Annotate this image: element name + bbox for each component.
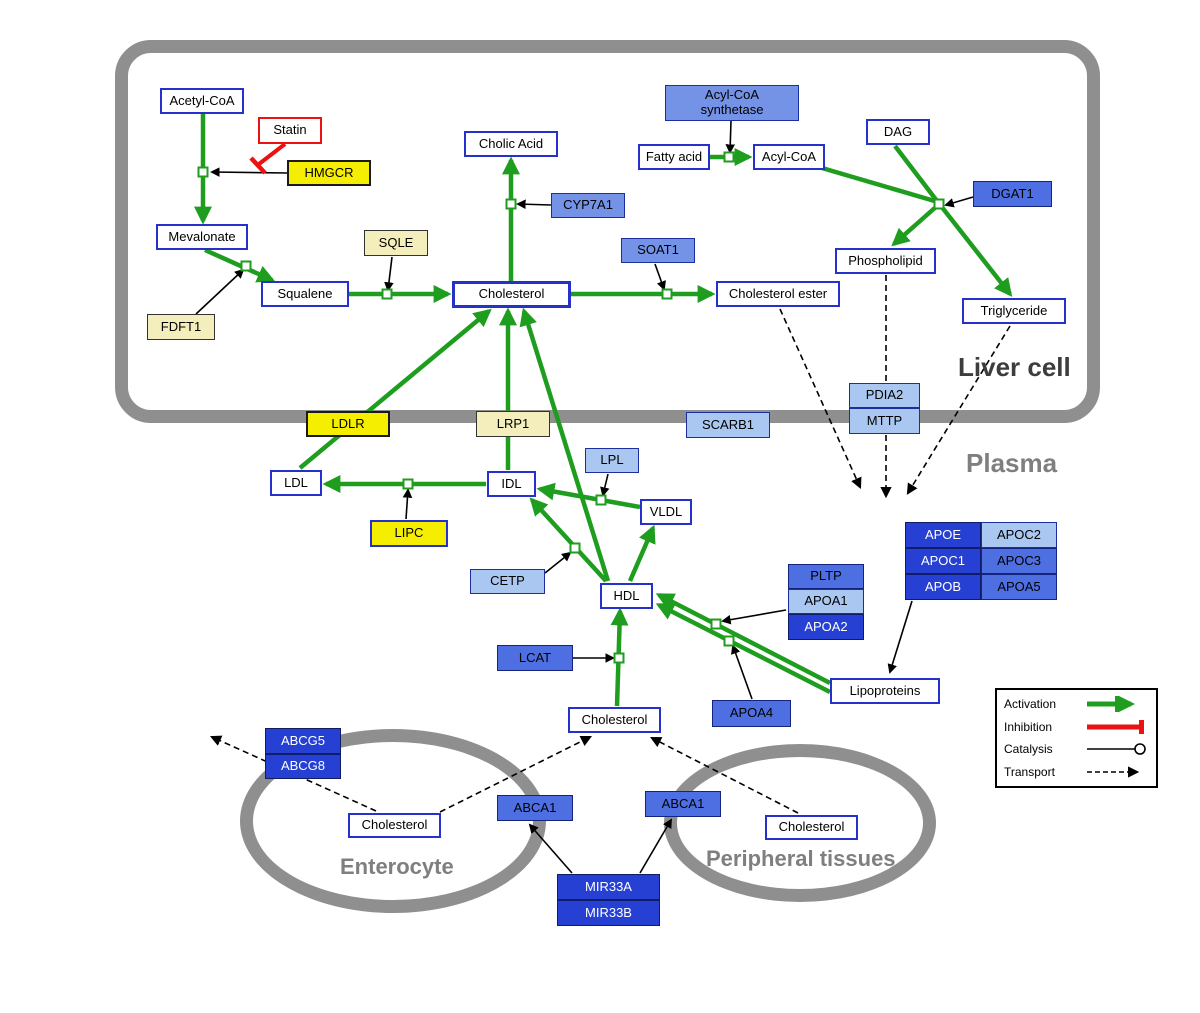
node-statin[interactable]: Statin bbox=[258, 117, 322, 144]
node-abcg5[interactable]: ABCG5 bbox=[265, 728, 341, 754]
node-vldl[interactable]: VLDL bbox=[640, 499, 692, 525]
node-ldl[interactable]: LDL bbox=[270, 470, 322, 496]
catalysis-edges bbox=[195, 120, 974, 874]
node-apoc2[interactable]: APOC2 bbox=[981, 522, 1057, 548]
node-dag[interactable]: DAG bbox=[866, 119, 930, 145]
node-cetp[interactable]: CETP bbox=[470, 569, 545, 594]
enterocyte-label: Enterocyte bbox=[340, 854, 454, 879]
node-mir33b[interactable]: MIR33B bbox=[557, 900, 660, 926]
node-lrp1[interactable]: LRP1 bbox=[476, 411, 550, 437]
node-lcat[interactable]: LCAT bbox=[497, 645, 573, 671]
node-pltp[interactable]: PLTP bbox=[788, 564, 864, 589]
legend-row-transport: Transport bbox=[1004, 764, 1149, 780]
node-fatty-acid[interactable]: Fatty acid bbox=[638, 144, 710, 170]
node-triglyceride[interactable]: Triglyceride bbox=[962, 298, 1066, 324]
node-scarb1[interactable]: SCARB1 bbox=[686, 412, 770, 438]
node-cholic-acid[interactable]: Cholic Acid bbox=[464, 131, 558, 157]
node-phospholipid[interactable]: Phospholipid bbox=[835, 248, 936, 274]
node-apoa4[interactable]: APOA4 bbox=[712, 700, 791, 727]
legend-activation-label: Activation bbox=[1004, 697, 1057, 712]
node-hmgcr[interactable]: HMGCR bbox=[287, 160, 371, 186]
node-apoe[interactable]: APOE bbox=[905, 522, 981, 548]
node-apob[interactable]: APOB bbox=[905, 574, 981, 600]
peripheral-tissues-label: Peripheral tissues bbox=[706, 846, 896, 871]
legend: Activation Inhibition Catalysis Transpor… bbox=[995, 688, 1158, 788]
activation-arrow-icon bbox=[1087, 696, 1135, 713]
legend-row-catalysis: Catalysis bbox=[1004, 741, 1149, 757]
node-apoc1[interactable]: APOC1 bbox=[905, 548, 981, 574]
node-sqle[interactable]: SQLE bbox=[364, 230, 428, 256]
node-lipc[interactable]: LIPC bbox=[370, 520, 448, 547]
node-cyp7a1[interactable]: CYP7A1 bbox=[551, 193, 625, 218]
node-acyl-coa-synthetase[interactable]: Acyl-CoA synthetase bbox=[665, 85, 799, 121]
node-apoa2[interactable]: APOA2 bbox=[788, 614, 864, 640]
node-mir33a[interactable]: MIR33A bbox=[557, 874, 660, 900]
node-ldlr[interactable]: LDLR bbox=[306, 411, 390, 437]
legend-row-inhibition: Inhibition bbox=[1004, 719, 1149, 735]
node-abcg8[interactable]: ABCG8 bbox=[265, 754, 341, 779]
node-squalene[interactable]: Squalene bbox=[261, 281, 349, 307]
node-abca1-peripheral[interactable]: ABCA1 bbox=[645, 791, 721, 817]
liver-cell-label: Liver cell bbox=[958, 352, 1071, 382]
node-apoc3[interactable]: APOC3 bbox=[981, 548, 1057, 574]
node-cholesterol-ester[interactable]: Cholesterol ester bbox=[716, 281, 840, 307]
legend-inhibition-label: Inhibition bbox=[1004, 719, 1053, 734]
node-idl[interactable]: IDL bbox=[487, 471, 536, 497]
node-lipoproteins[interactable]: Lipoproteins bbox=[830, 678, 940, 704]
node-acyl-coa[interactable]: Acyl-CoA bbox=[753, 144, 825, 170]
reaction-node-squares bbox=[197, 151, 945, 664]
activation-edges bbox=[194, 114, 1013, 707]
inhibition-edge-statin bbox=[249, 142, 287, 175]
catalysis-circle-icon bbox=[1087, 743, 1146, 756]
node-apoa5[interactable]: APOA5 bbox=[981, 574, 1057, 600]
legend-row-activation: Activation bbox=[1004, 696, 1149, 713]
node-fdft1[interactable]: FDFT1 bbox=[147, 314, 215, 340]
plasma-label: Plasma bbox=[966, 448, 1058, 478]
node-hdl[interactable]: HDL bbox=[600, 583, 653, 609]
node-cholesterol-liver[interactable]: Cholesterol bbox=[452, 281, 571, 308]
node-soat1[interactable]: SOAT1 bbox=[621, 238, 695, 263]
legend-catalysis-label: Catalysis bbox=[1004, 742, 1053, 757]
node-cholesterol-peripheral[interactable]: Cholesterol bbox=[765, 815, 858, 840]
node-acetyl-coa[interactable]: Acetyl-CoA bbox=[160, 88, 244, 114]
node-apoa1[interactable]: APOA1 bbox=[788, 589, 864, 614]
node-mevalonate[interactable]: Mevalonate bbox=[156, 224, 248, 250]
node-pdia2[interactable]: PDIA2 bbox=[849, 383, 920, 408]
node-cholesterol-plasma[interactable]: Cholesterol bbox=[568, 707, 661, 733]
legend-transport-label: Transport bbox=[1004, 764, 1055, 779]
node-lpl[interactable]: LPL bbox=[585, 448, 639, 473]
node-dgat1[interactable]: DGAT1 bbox=[973, 181, 1052, 207]
node-abca1-enterocyte[interactable]: ABCA1 bbox=[497, 795, 573, 821]
node-mttp[interactable]: MTTP bbox=[849, 408, 920, 434]
inhibition-tee-icon bbox=[1087, 719, 1144, 734]
node-cholesterol-enterocyte[interactable]: Cholesterol bbox=[348, 813, 441, 838]
transport-dashed-arrow-icon bbox=[1087, 766, 1140, 778]
